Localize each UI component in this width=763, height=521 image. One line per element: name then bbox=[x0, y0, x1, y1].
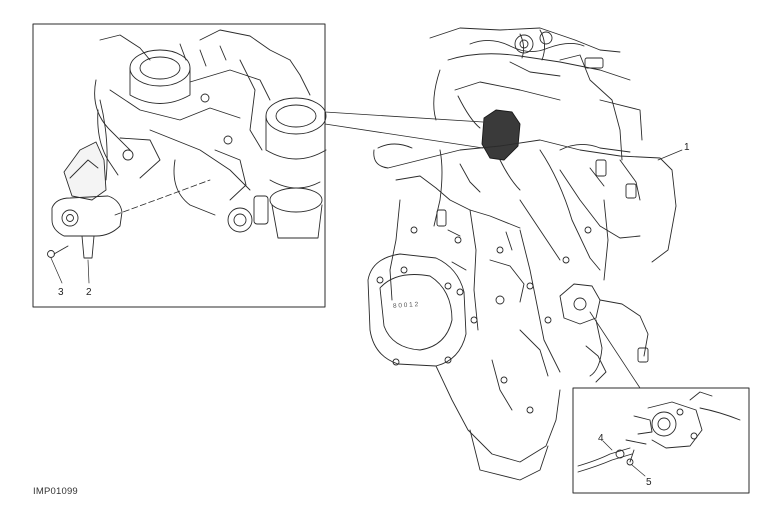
leader-3 bbox=[50, 257, 63, 284]
projection-line-right bbox=[589, 311, 641, 389]
callout-3: 3 bbox=[58, 287, 64, 298]
leader-1 bbox=[657, 149, 683, 161]
callout-4: 4 bbox=[598, 433, 604, 444]
leader-5 bbox=[631, 464, 646, 477]
callout-2: 2 bbox=[86, 287, 92, 298]
callout-5: 5 bbox=[646, 477, 652, 488]
inset-frame-left bbox=[32, 23, 326, 308]
projection-line-bottom bbox=[324, 123, 484, 149]
figure-code: IMP01099 bbox=[33, 486, 78, 497]
inset-frame-right bbox=[572, 387, 750, 494]
clutch-cover bbox=[367, 253, 467, 367]
callout-1: 1 bbox=[684, 142, 690, 153]
projection-line-top bbox=[324, 111, 484, 123]
engine-assembly bbox=[367, 27, 683, 481]
throttle-position-sensor bbox=[481, 109, 521, 161]
inset-gear-sensor-detail bbox=[572, 387, 750, 494]
inset-throttle-sensor-detail bbox=[32, 23, 327, 308]
leader-2 bbox=[87, 259, 90, 284]
leader-4 bbox=[602, 440, 613, 451]
